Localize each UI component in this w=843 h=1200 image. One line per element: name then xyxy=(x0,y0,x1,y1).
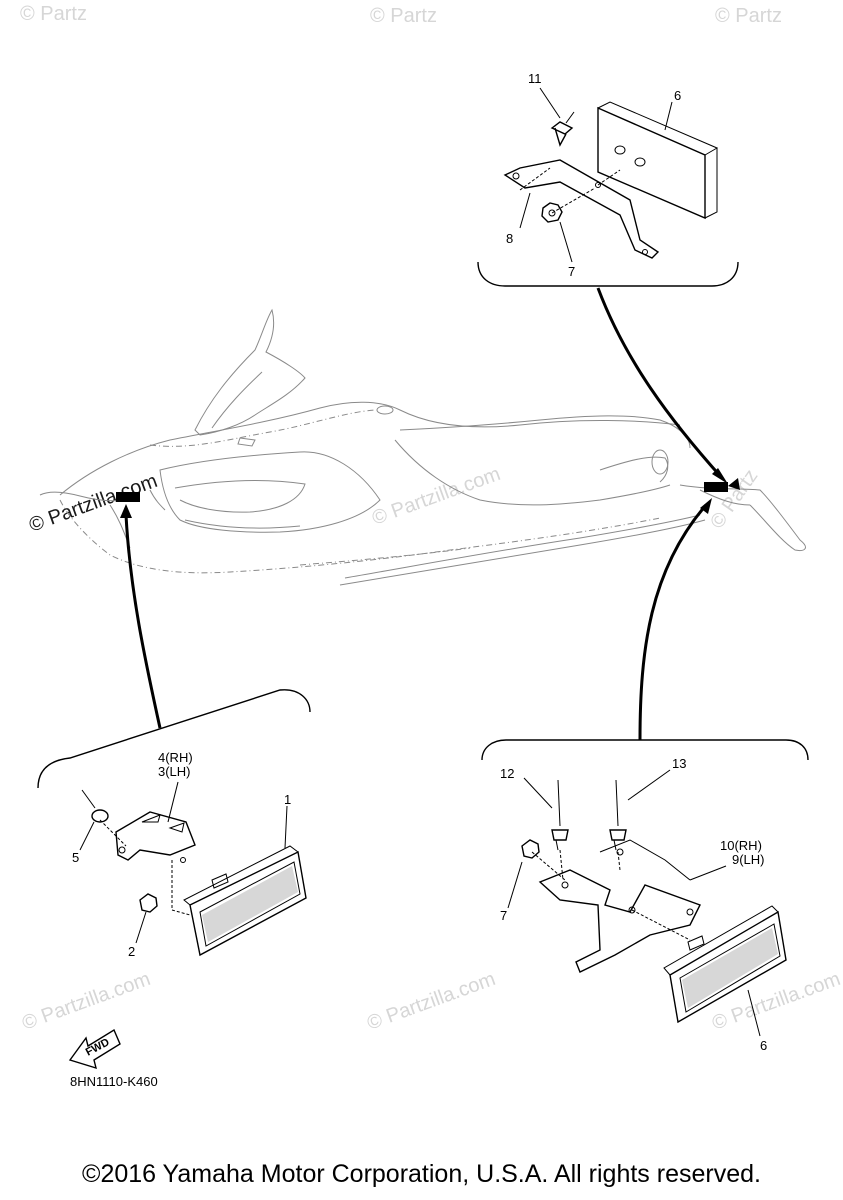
rear-mount-marker xyxy=(728,478,740,490)
callout-5: 5 xyxy=(72,850,79,865)
callout-7: 7 xyxy=(568,264,575,279)
watermarks: © Partz © Partz © Partz © Partzilla.com … xyxy=(19,3,843,1035)
watermark-text: © Partzilla.com xyxy=(369,463,503,530)
copyright-notice: ©2016 Yamaha Motor Corporation, U.S.A. A… xyxy=(82,1160,761,1188)
callout-4-rh: 4(RH) xyxy=(158,750,193,765)
rear-reflector-location-marker xyxy=(704,482,728,492)
snowmobile-outline xyxy=(39,308,806,586)
watermark-text: © Partzilla.com xyxy=(26,470,160,537)
callout-1: 1 xyxy=(284,792,291,807)
callout-3-lh: 3(LH) xyxy=(158,764,191,779)
callout-6-lower: 6 xyxy=(760,1038,767,1053)
top-inset-rear-reflector: 11 6 8 7 xyxy=(477,71,739,287)
rear-side-reflector-inset: 12 13 10(RH) 9(LH) 7 6 xyxy=(481,739,809,1053)
forward-direction-arrow: FWD xyxy=(68,1028,121,1070)
pointer-arrows xyxy=(120,287,728,741)
callout-6: 6 xyxy=(674,88,681,103)
front-reflector-inset: 4(RH) 3(LH) 1 5 2 xyxy=(37,689,311,959)
callout-2: 2 xyxy=(128,944,135,959)
fwd-label: FWD xyxy=(84,1036,112,1058)
callout-8: 8 xyxy=(506,231,513,246)
front-reflector-location-marker xyxy=(116,492,140,502)
watermark-text: © Partz xyxy=(370,5,437,27)
callout-7-lower: 7 xyxy=(500,908,507,923)
callout-12: 12 xyxy=(500,766,514,781)
callout-11: 11 xyxy=(528,71,542,86)
watermark-text: © Partz xyxy=(715,5,782,27)
watermark-text: © Partz xyxy=(20,3,87,25)
callout-13: 13 xyxy=(672,756,686,771)
callout-9-lh: 9(LH) xyxy=(732,852,765,867)
watermark-text: © Partzilla.com xyxy=(19,968,153,1035)
callout-10-rh: 10(RH) xyxy=(720,838,762,853)
diagram-code: 8HN1110-K460 xyxy=(70,1074,158,1089)
watermark-text: © Partzilla.com xyxy=(364,968,498,1035)
